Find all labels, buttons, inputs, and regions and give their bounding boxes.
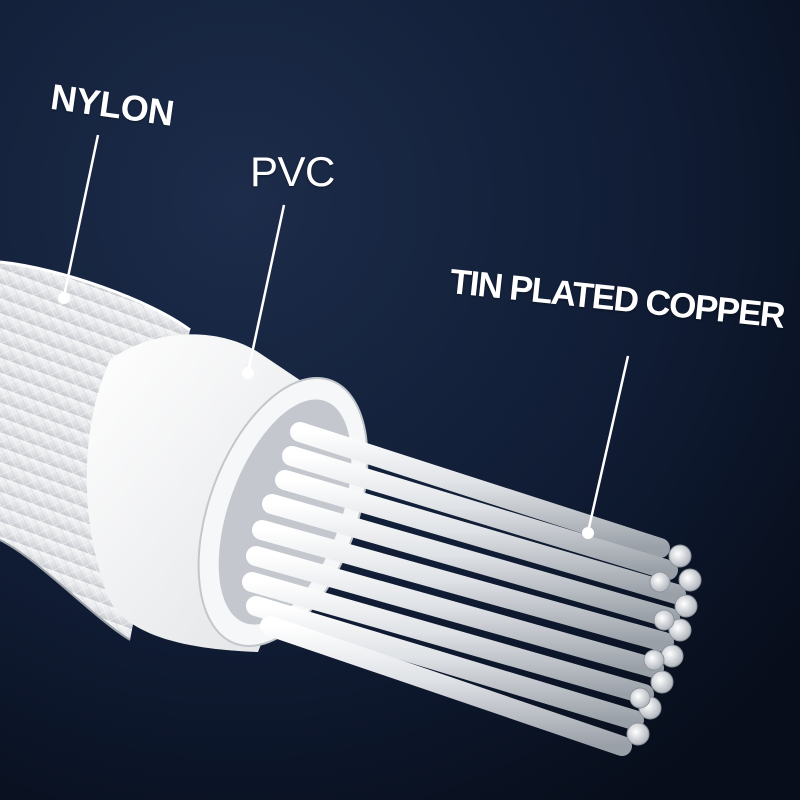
nylon-leader-line <box>62 134 100 297</box>
pvc-label: PVC <box>250 148 335 195</box>
copper-strands <box>242 422 702 756</box>
copper-marker-icon <box>582 527 594 539</box>
pvc-marker-icon <box>242 367 254 379</box>
copper-leader-line <box>586 355 630 533</box>
pvc-leader-line <box>246 204 286 373</box>
nylon-marker-icon <box>58 292 70 304</box>
